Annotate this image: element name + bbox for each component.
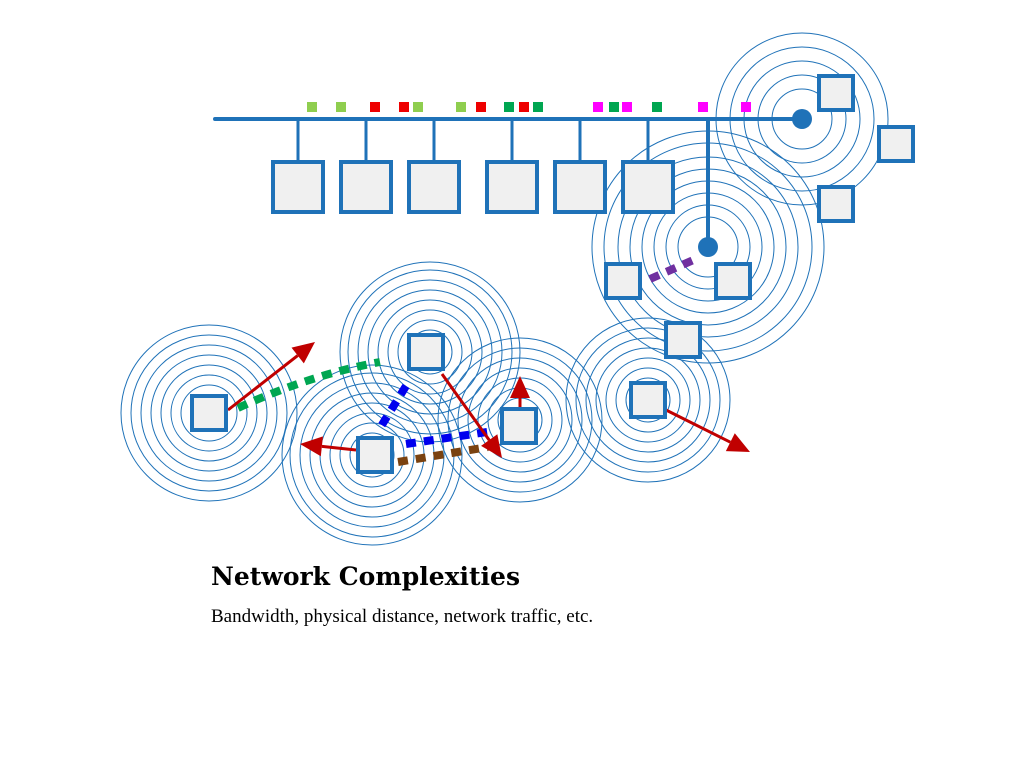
wireless-node [356,436,394,474]
range-ring [595,347,701,453]
access-point-drop [698,237,718,257]
packet-magenta [593,102,603,112]
access-point-bus-end [792,109,812,129]
bus-packets [307,102,751,112]
wired-node [553,160,607,214]
wireless-node [407,333,445,371]
arrow-right-head [725,433,750,452]
range-ring [170,374,248,452]
arrow-left-shaft [321,444,357,452]
range-ring [367,289,493,415]
range-ring [457,357,583,483]
packet-green [533,102,543,112]
range-ring [347,269,513,435]
link-green-dashed [236,358,381,412]
wireless-range-rings [120,32,889,546]
wired-bus [213,117,804,249]
packet-magenta [622,102,632,112]
range-ring [437,337,603,503]
range-ring [397,319,463,385]
packet-light-green [413,102,423,112]
motion-arrows [227,342,750,458]
range-ring [377,299,483,405]
range-ring [447,347,593,493]
range-ring [387,309,473,395]
wireless-node [604,262,642,300]
packet-magenta [698,102,708,112]
arrow-down-right-head [481,434,502,458]
arrow-up-right-head [291,342,315,364]
range-ring [329,412,415,498]
range-ring [130,334,288,492]
range-ring [281,364,463,546]
arrow-up-head [510,376,530,398]
range-ring [140,344,278,482]
wired-node [485,160,539,214]
wired-node [621,160,675,214]
wireless-node [629,381,667,419]
packet-light-green [456,102,466,112]
range-ring [299,382,445,528]
wireless-node [664,321,702,359]
range-ring [585,337,711,463]
range-ring [120,324,298,502]
wireless-links [236,254,700,466]
packet-green [652,102,662,112]
wired-node [271,160,325,214]
wired-node [339,160,393,214]
slide-title: Network Complexities [211,562,521,591]
range-ring [575,327,721,473]
arrow-left-head [300,436,323,457]
range-ring [615,367,681,433]
wireless-nodes [190,74,915,474]
wireless-node [817,74,855,112]
wired-nodes [271,160,675,214]
wireless-node [877,125,915,163]
packet-light-green [307,102,317,112]
packet-light-green [336,102,346,112]
wireless-node [714,262,752,300]
arrow-up-right-shaft [227,354,299,412]
link-purple-dashed [648,254,700,283]
packet-green [609,102,619,112]
packet-red [476,102,486,112]
arrow-down-right-shaft [440,373,491,441]
range-ring [150,354,268,472]
range-ring [467,367,573,473]
wireless-node [190,394,228,432]
packet-red [370,102,380,112]
range-ring [339,422,405,488]
packet-red [519,102,529,112]
range-ring [625,377,671,423]
wired-drops [296,119,650,162]
slide-subtitle: Bandwidth, physical distance, network tr… [211,606,594,627]
range-ring [565,317,731,483]
wired-node [407,160,461,214]
link-brown-dashed [397,443,489,466]
packet-red [399,102,409,112]
wireless-node [817,185,855,223]
link-blue-dashed-a [376,383,410,431]
packet-green [504,102,514,112]
link-blue-dashed-b [405,427,495,448]
arrow-right-shaft [665,408,731,444]
range-ring [160,364,258,462]
packet-magenta [741,102,751,112]
range-ring [357,279,503,425]
range-ring [180,384,238,442]
wireless-node [500,407,538,445]
range-ring [605,357,691,443]
